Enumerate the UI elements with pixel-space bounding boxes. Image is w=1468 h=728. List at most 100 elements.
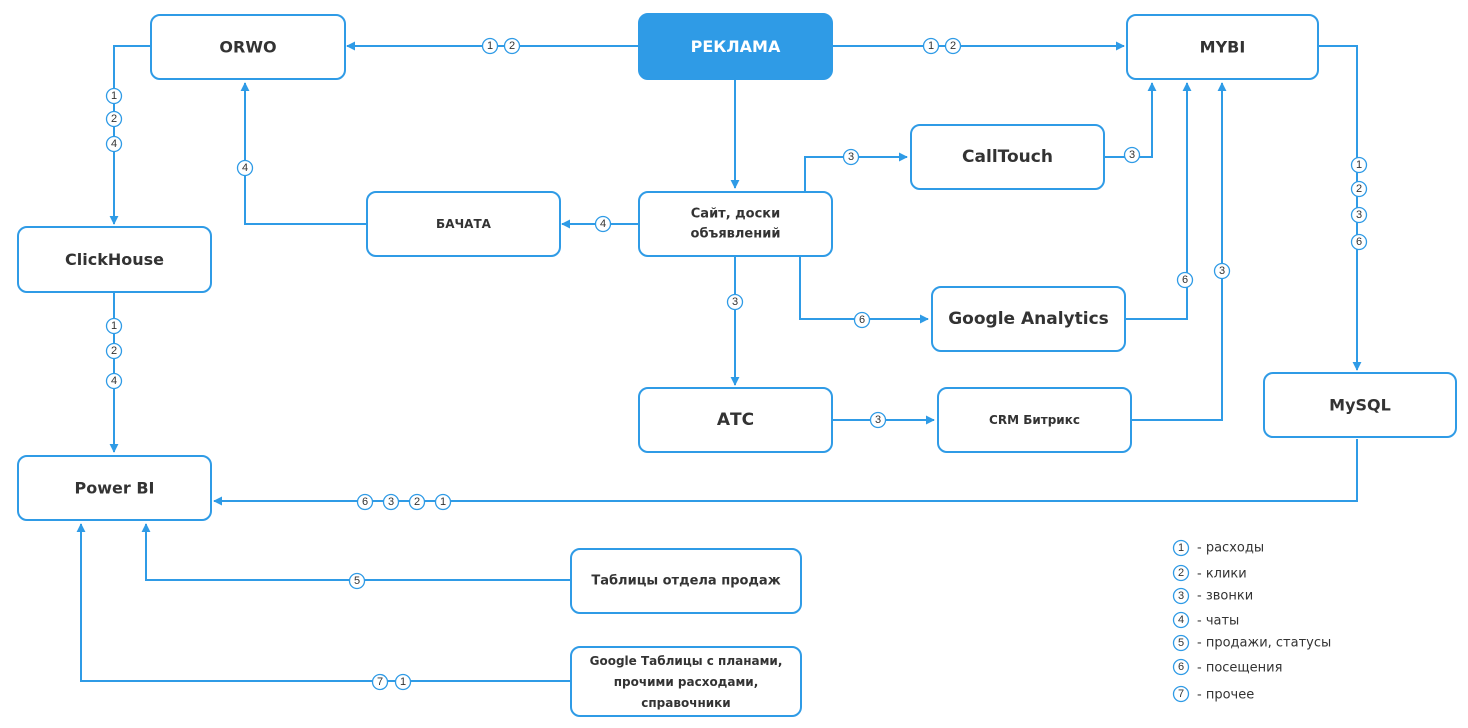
svg-text:3: 3 [388,496,394,508]
svg-text:3: 3 [1219,265,1225,277]
svg-text:4: 4 [111,375,117,387]
node-sales-tables[interactable]: Таблицы отдела продаж [570,548,802,614]
edge-calltouch-mybi [1104,82,1157,158]
legend-item: 2 - клики [1172,564,1247,582]
svg-text:4: 4 [111,138,117,150]
edge-orwo-clickhouse [109,45,150,225]
legend-item: 5 - продажи, статусы [1172,634,1331,652]
svg-text:- посещения: - посещения [1197,661,1282,676]
svg-text:3: 3 [1356,209,1362,221]
svg-text:6: 6 [1182,274,1188,286]
badge: 1 [1350,156,1368,174]
legend: 1 - расходы 2 - клики 3 - звонки 4 - чат… [1172,539,1331,703]
svg-text:1: 1 [111,90,117,102]
badge: 2 [944,37,962,55]
badge: 1 [394,673,412,691]
badge: 3 [869,411,887,429]
badge: 4 [594,215,612,233]
badge: 3 [842,148,860,166]
badge: 7 [371,673,389,691]
badge: 6 [1176,271,1194,289]
badge: 6 [853,311,871,329]
badge: 1 [105,317,123,335]
badge: 3 [1213,262,1231,280]
edge-ga-mybi [1125,82,1192,320]
svg-text:3: 3 [875,414,881,426]
node-powerbi[interactable]: Power BI [17,455,212,521]
svg-text:- чаты: - чаты [1197,614,1239,629]
node-google-analytics[interactable]: Google Analytics [931,286,1126,352]
svg-text:1: 1 [1178,542,1184,554]
node-powerbi-label: Power BI [75,479,155,498]
svg-text:7: 7 [1178,688,1184,700]
svg-text:- клики: - клики [1197,567,1247,582]
edge-sales-powerbi [141,523,571,581]
nodes: РЕКЛАМА ORWO MYBI CallTouch БАЧАТА Сайт,… [17,13,1457,717]
svg-text:3: 3 [848,151,854,163]
svg-text:4: 4 [242,162,248,174]
node-sales-tables-label: Таблицы отдела продаж [591,574,780,589]
node-google-sheets-label-line3: справочники [641,696,730,710]
node-atc[interactable]: АТС [638,387,833,453]
edge-crm-mybi [1131,82,1227,421]
svg-text:- расходы: - расходы [1197,541,1264,556]
badge: 2 [1350,180,1368,198]
legend-item: 3 - звонки [1172,587,1253,605]
node-mybi-label: MYBI [1200,38,1246,57]
node-crm-label: CRM Битрикс [989,413,1080,427]
badge: 1 [481,37,499,55]
node-reklama[interactable]: РЕКЛАМА [638,13,833,80]
node-bachata[interactable]: БАЧАТА [366,191,561,257]
badge: 3 [726,293,744,311]
legend-item: 6 - посещения [1172,658,1282,676]
badge: 2 [105,342,123,360]
svg-text:2: 2 [1356,183,1362,195]
node-atc-label: АТС [717,410,754,430]
node-clickhouse[interactable]: ClickHouse [17,226,212,293]
badge: 1 [105,87,123,105]
legend-item: 1 - расходы [1172,539,1264,557]
node-mybi[interactable]: MYBI [1126,14,1319,80]
svg-text:- прочее: - прочее [1197,688,1254,703]
svg-text:2: 2 [950,40,956,52]
svg-text:- звонки: - звонки [1197,589,1253,604]
svg-text:7: 7 [377,676,383,688]
node-google-sheets-label-line2: прочими расходами, [614,675,759,689]
svg-text:2: 2 [111,345,117,357]
badge: 3 [382,493,400,511]
node-orwo[interactable]: ORWO [150,14,346,80]
node-crm[interactable]: CRM Битрикс [937,387,1132,453]
edge-mybi-mysql [1318,45,1362,371]
svg-text:2: 2 [509,40,515,52]
badge: 6 [356,493,374,511]
svg-text:6: 6 [859,314,865,326]
legend-item: 7 - прочее [1172,685,1254,703]
node-google-sheets-label-line1: Google Таблицы с планами, [590,654,783,668]
badge: 5 [348,572,366,590]
svg-text:1: 1 [400,676,406,688]
svg-text:- продажи, статусы: - продажи, статусы [1197,636,1331,651]
badge: 4 [236,159,254,177]
badge: 2 [408,493,426,511]
svg-text:3: 3 [1178,590,1184,602]
svg-text:1: 1 [440,496,446,508]
edge-bachata-orwo [240,82,366,225]
node-mysql-label: MySQL [1329,396,1391,415]
node-calltouch[interactable]: CallTouch [910,124,1105,190]
svg-text:2: 2 [414,496,420,508]
node-site[interactable]: Сайт, доски объявлений [638,191,833,257]
badge: 1 [434,493,452,511]
node-site-label-line1: Сайт, доски [691,207,781,222]
svg-text:6: 6 [1356,236,1362,248]
badge: 1 [922,37,940,55]
svg-text:5: 5 [354,575,360,587]
edge-mysql-powerbi [213,439,1358,506]
node-site-label-line2: объявлений [691,227,781,242]
node-mysql[interactable]: MySQL [1263,372,1457,438]
badge: 2 [105,110,123,128]
node-google-sheets[interactable]: Google Таблицы с планами, прочими расход… [570,646,802,717]
svg-text:3: 3 [1129,149,1135,161]
legend-item: 4 - чаты [1172,611,1239,629]
edge-sheets-powerbi [76,523,571,682]
